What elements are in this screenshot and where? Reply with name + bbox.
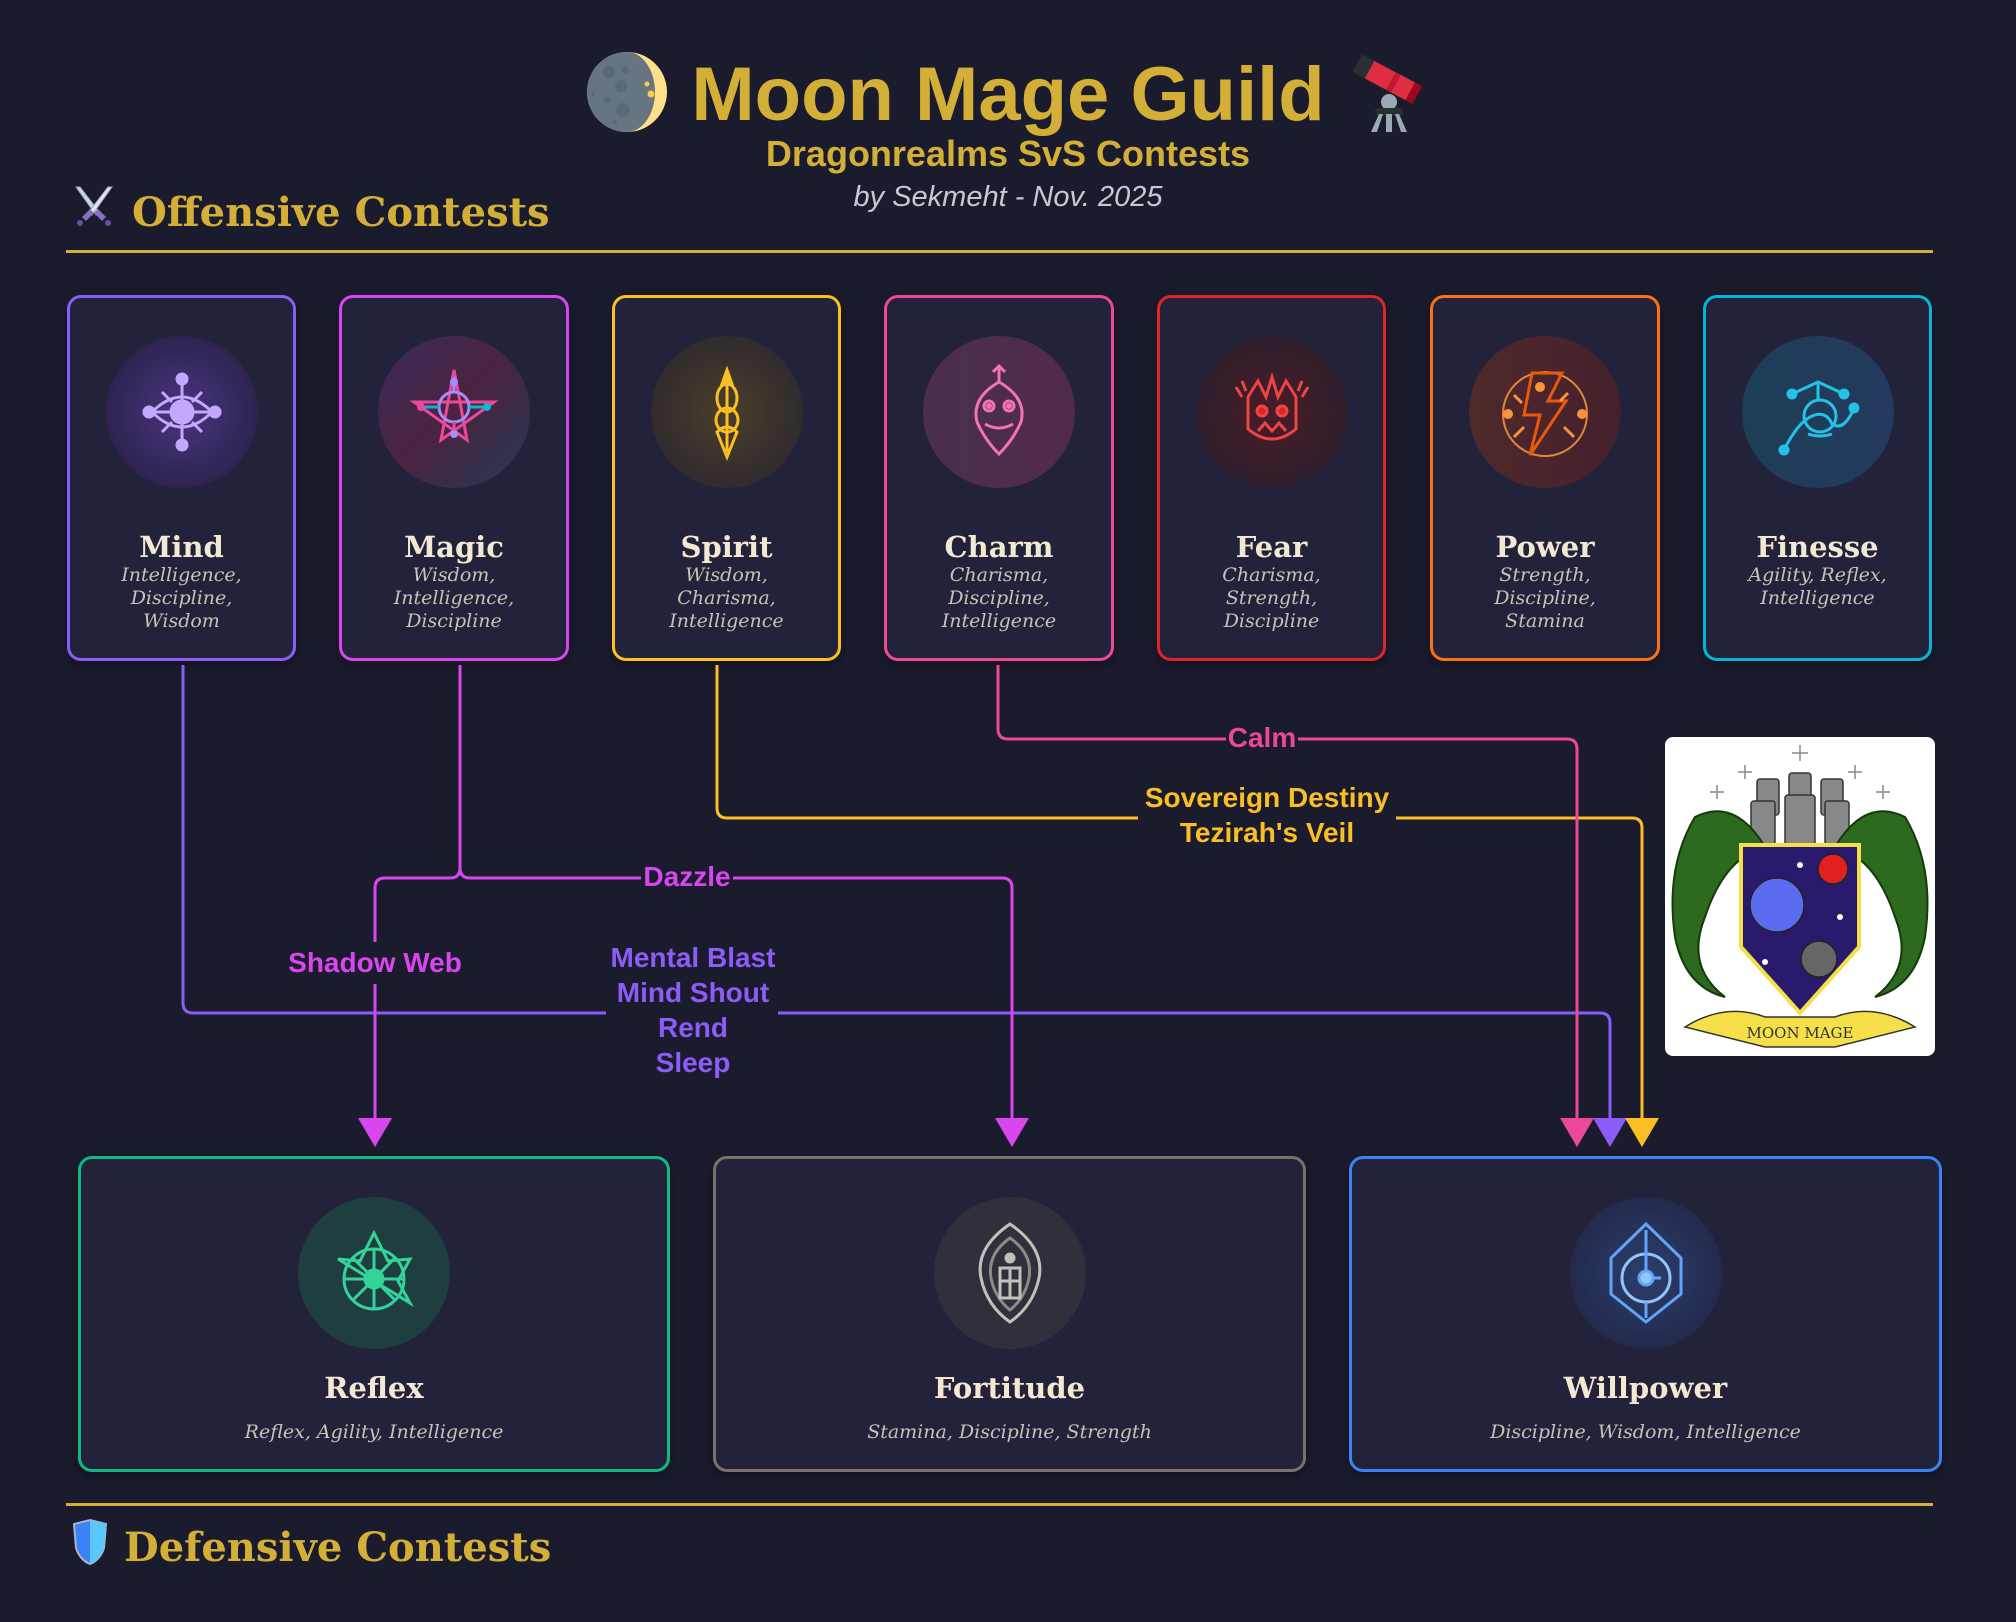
- stat-line: Charisma,: [1222, 564, 1321, 586]
- telescope-icon: [1347, 50, 1431, 139]
- mind-eye-icon: [105, 336, 258, 488]
- fortitude-shield-icon: [933, 1197, 1086, 1349]
- stat-line: Discipline,: [1494, 587, 1596, 609]
- finesse-curve-icon: [1741, 336, 1894, 488]
- card-spirit[interactable]: Spirit Wisdom, Charisma, Intelligence: [612, 295, 841, 661]
- label-calm: Calm: [1227, 722, 1297, 753]
- offensive-section-title: Offensive Contests: [70, 183, 550, 241]
- stat-line: Intelligence: [669, 610, 784, 632]
- card-stats: Charisma, Strength, Discipline: [1168, 564, 1375, 633]
- subtitle: Dragonrealms SvS Contests: [765, 133, 1251, 174]
- card-mind[interactable]: Mind Intelligence, Discipline, Wisdom: [67, 295, 296, 661]
- pentagram-icon: [378, 336, 530, 488]
- spell-sovereign-destiny: Sovereign Destiny: [1144, 782, 1390, 813]
- stat-line: Agility, Reflex,: [1748, 564, 1887, 586]
- star-wheel-icon: [298, 1197, 450, 1349]
- card-name: Fortitude: [933, 1371, 1086, 1405]
- card-power[interactable]: Power Strength, Discipline, Stamina: [1430, 295, 1660, 661]
- page-title: Moon Mage Guild: [691, 51, 1325, 137]
- stat-line: Stamina: [1505, 610, 1585, 632]
- label-spirit-spells: Sovereign Destiny Tezirah's Veil: [1145, 780, 1389, 850]
- bottom-divider: [66, 1503, 1933, 1506]
- card-stats: Intelligence, Discipline, Wisdom: [78, 564, 285, 633]
- card-name: Spirit: [680, 530, 773, 564]
- arrowhead-charm: [1560, 1118, 1594, 1147]
- card-magic[interactable]: Magic Wisdom, Intelligence, Discipline: [339, 295, 569, 661]
- stat-line: Wisdom,: [412, 564, 496, 586]
- lightning-bolt-icon: [1469, 336, 1621, 488]
- card-name: Finesse: [1756, 530, 1879, 564]
- spell-mind-shout: Mind Shout: [616, 977, 770, 1008]
- stat-line: Wisdom: [143, 610, 220, 632]
- spell-tezirahs-veil: Tezirah's Veil: [1179, 817, 1355, 848]
- card-name: Reflex: [324, 1371, 424, 1405]
- connector-spirit-willpower: [715, 665, 1644, 1120]
- card-stats: Reflex, Agility, Intelligence: [244, 1421, 504, 1443]
- card-name: Fear: [1235, 530, 1308, 564]
- stat-line: Intelligence,: [121, 564, 242, 586]
- card-stats: Discipline, Wisdom, Intelligence: [1490, 1421, 1801, 1443]
- stat-line: Discipline: [1223, 610, 1320, 632]
- stat-line: Intelligence: [1760, 587, 1875, 609]
- card-fortitude[interactable]: Fortitude Stamina, Discipline, Strength: [713, 1156, 1306, 1472]
- spell-sleep: Sleep: [655, 1047, 731, 1078]
- card-stats: Agility, Reflex, Intelligence: [1714, 564, 1921, 610]
- card-stats: Stamina, Discipline, Strength: [867, 1421, 1152, 1443]
- smiling-face-icon: [923, 336, 1075, 488]
- label-shadow-web: Shadow Web: [288, 947, 462, 978]
- section-title-text: Offensive Contests: [132, 188, 550, 236]
- stat-line: Wisdom,: [685, 564, 768, 586]
- moon-icon: [585, 50, 669, 139]
- stat-line: Charisma,: [949, 564, 1049, 586]
- defensive-section-title: Defensive Contests: [70, 1518, 551, 1576]
- spirit-flame-icon: [650, 336, 803, 488]
- card-name: Charm: [944, 530, 1054, 564]
- arrowhead-spirit: [1625, 1118, 1659, 1147]
- arrowhead-magic-fortitude: [995, 1118, 1029, 1147]
- guild-crest-icon: MOON MAGE: [1665, 737, 1935, 1056]
- fear-face-icon: [1195, 336, 1348, 488]
- stat-line: Discipline,: [130, 587, 233, 609]
- card-finesse[interactable]: Finesse Agility, Reflex, Intelligence: [1703, 295, 1932, 661]
- card-willpower[interactable]: Willpower Discipline, Wisdom, Intelligen…: [1349, 1156, 1942, 1472]
- stat-line: Intelligence: [941, 610, 1057, 632]
- spell-mental-blast: Mental Blast: [610, 942, 776, 973]
- label-mind-spells: Mental Blast Mind Shout Rend Sleep: [611, 940, 776, 1080]
- spell-rend: Rend: [658, 1012, 728, 1043]
- card-stats: Charisma, Discipline, Intelligence: [895, 564, 1103, 633]
- card-stats: Wisdom, Charisma, Intelligence: [623, 564, 830, 633]
- card-name: Mind: [139, 530, 224, 564]
- card-charm[interactable]: Charm Charisma, Discipline, Intelligence: [884, 295, 1114, 661]
- card-name: Magic: [404, 530, 504, 564]
- connector-mind-willpower: [181, 665, 1612, 1120]
- arrowhead-mind: [1593, 1118, 1627, 1147]
- crest-banner-text: MOON MAGE: [1747, 1024, 1854, 1042]
- stat-line: Strength,: [1499, 564, 1591, 586]
- card-stats: Wisdom, Intelligence, Discipline: [350, 564, 558, 633]
- card-stats: Strength, Discipline, Stamina: [1441, 564, 1649, 633]
- connector-magic-fortitude: [458, 867, 1014, 1120]
- willpower-crystal-icon: [1569, 1197, 1722, 1349]
- arrowhead-magic-reflex: [358, 1118, 392, 1147]
- stat-line: Discipline,: [948, 587, 1050, 609]
- connector-magic: [373, 665, 462, 1120]
- top-divider: [66, 250, 1933, 253]
- crossed-swords-icon: [70, 183, 118, 241]
- label-dazzle: Dazzle: [643, 861, 731, 892]
- card-name: Power: [1495, 530, 1595, 564]
- stat-line: Charisma,: [677, 587, 776, 609]
- card-fear[interactable]: Fear Charisma, Strength, Discipline: [1157, 295, 1386, 661]
- section-title-text: Defensive Contests: [124, 1523, 552, 1571]
- card-reflex[interactable]: Reflex Reflex, Agility, Intelligence: [78, 1156, 670, 1472]
- card-name: Willpower: [1563, 1371, 1728, 1405]
- shield-icon: [70, 1518, 110, 1576]
- stat-line: Discipline: [406, 610, 502, 632]
- stat-line: Intelligence,: [393, 587, 515, 609]
- stat-line: Strength,: [1225, 587, 1318, 609]
- header: Moon Mage Guild: [0, 44, 2016, 144]
- byline: by Sekmeht - Nov. 2025: [853, 181, 1163, 213]
